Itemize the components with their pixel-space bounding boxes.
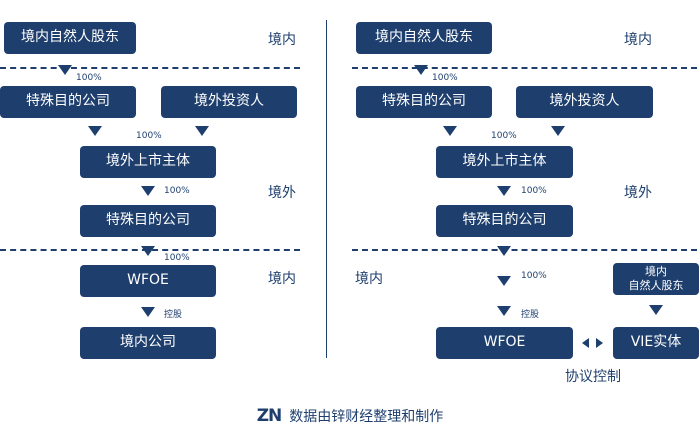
right-arrow-5 xyxy=(497,276,511,286)
left-domestic-company-box: 境内公司 xyxy=(80,327,216,359)
center-divider xyxy=(326,20,327,358)
left-pct-1: 100% xyxy=(76,73,102,83)
right-pct-4: 100% xyxy=(521,271,547,281)
right-wfoe-box: WFOE xyxy=(436,327,573,359)
right-border-line-top xyxy=(352,67,697,69)
left-arrow-3 xyxy=(141,186,155,196)
right-border-line-bottom xyxy=(352,249,697,251)
right-pct-1: 100% xyxy=(432,73,458,83)
right-pct-2: 100% xyxy=(491,131,517,141)
left-arrow-4 xyxy=(141,246,155,256)
right-foreign-investor-box: 境外投资人 xyxy=(516,86,653,118)
left-arrow-2a xyxy=(88,126,102,136)
right-arrow-2b xyxy=(551,126,565,136)
left-foreign-investor-box: 境外投资人 xyxy=(161,86,297,118)
right-vie-shareholder-line1: 境内 xyxy=(645,265,667,279)
right-vie-shareholder-box: 境内 自然人股东 xyxy=(613,263,699,295)
right-zone-domestic-bottom: 境内 xyxy=(355,271,383,287)
right-arrow-6 xyxy=(497,306,511,316)
left-zone-domestic-bottom: 境内 xyxy=(268,271,296,287)
footer-caption: 数据由锌财经整理和制作 xyxy=(289,409,444,425)
left-listed-entity-box: 境外上市主体 xyxy=(80,146,216,178)
right-zone-domestic-top: 境内 xyxy=(624,32,652,48)
right-zone-overseas: 境外 xyxy=(624,185,652,201)
left-spv-2-box: 特殊目的公司 xyxy=(80,205,216,237)
left-arrow-5 xyxy=(141,307,155,317)
left-arrow-1 xyxy=(58,65,72,75)
left-spv-1-box: 特殊目的公司 xyxy=(0,86,136,118)
right-arrow-3 xyxy=(497,186,511,196)
right-control-label: 控股 xyxy=(521,310,540,320)
left-control-label: 控股 xyxy=(164,310,183,320)
right-spv-1-box: 特殊目的公司 xyxy=(356,86,492,118)
right-arrow-2a xyxy=(443,126,457,136)
left-zone-overseas: 境外 xyxy=(268,185,296,201)
left-domestic-shareholder-box: 境内自然人股东 xyxy=(4,22,136,54)
right-pct-3: 100% xyxy=(521,186,547,196)
agreement-arrow-left xyxy=(582,338,589,348)
left-pct-2: 100% xyxy=(136,131,162,141)
right-arrow-vie xyxy=(649,305,663,315)
left-pct-4: 100% xyxy=(164,253,190,263)
right-spv-2-box: 特殊目的公司 xyxy=(436,205,573,237)
left-border-line-top xyxy=(0,67,300,69)
right-vie-entity-box: VIE实体 xyxy=(613,327,699,359)
left-pct-3: 100% xyxy=(164,186,190,196)
footer: ZN 数据由锌财经整理和制作 xyxy=(0,406,700,426)
agreement-arrow-right xyxy=(596,338,603,348)
left-arrow-2b xyxy=(195,126,209,136)
left-wfoe-box: WFOE xyxy=(80,265,216,297)
right-domestic-shareholder-box: 境内自然人股东 xyxy=(356,22,492,54)
right-vie-shareholder-line2: 自然人股东 xyxy=(628,279,684,292)
left-zone-domestic-top: 境内 xyxy=(268,32,296,48)
right-arrow-4 xyxy=(497,246,511,256)
right-agreement-control-label: 协议控制 xyxy=(565,369,621,385)
right-listed-entity-box: 境外上市主体 xyxy=(436,146,573,178)
zn-logo: ZN xyxy=(256,406,283,426)
right-arrow-1 xyxy=(414,65,428,75)
